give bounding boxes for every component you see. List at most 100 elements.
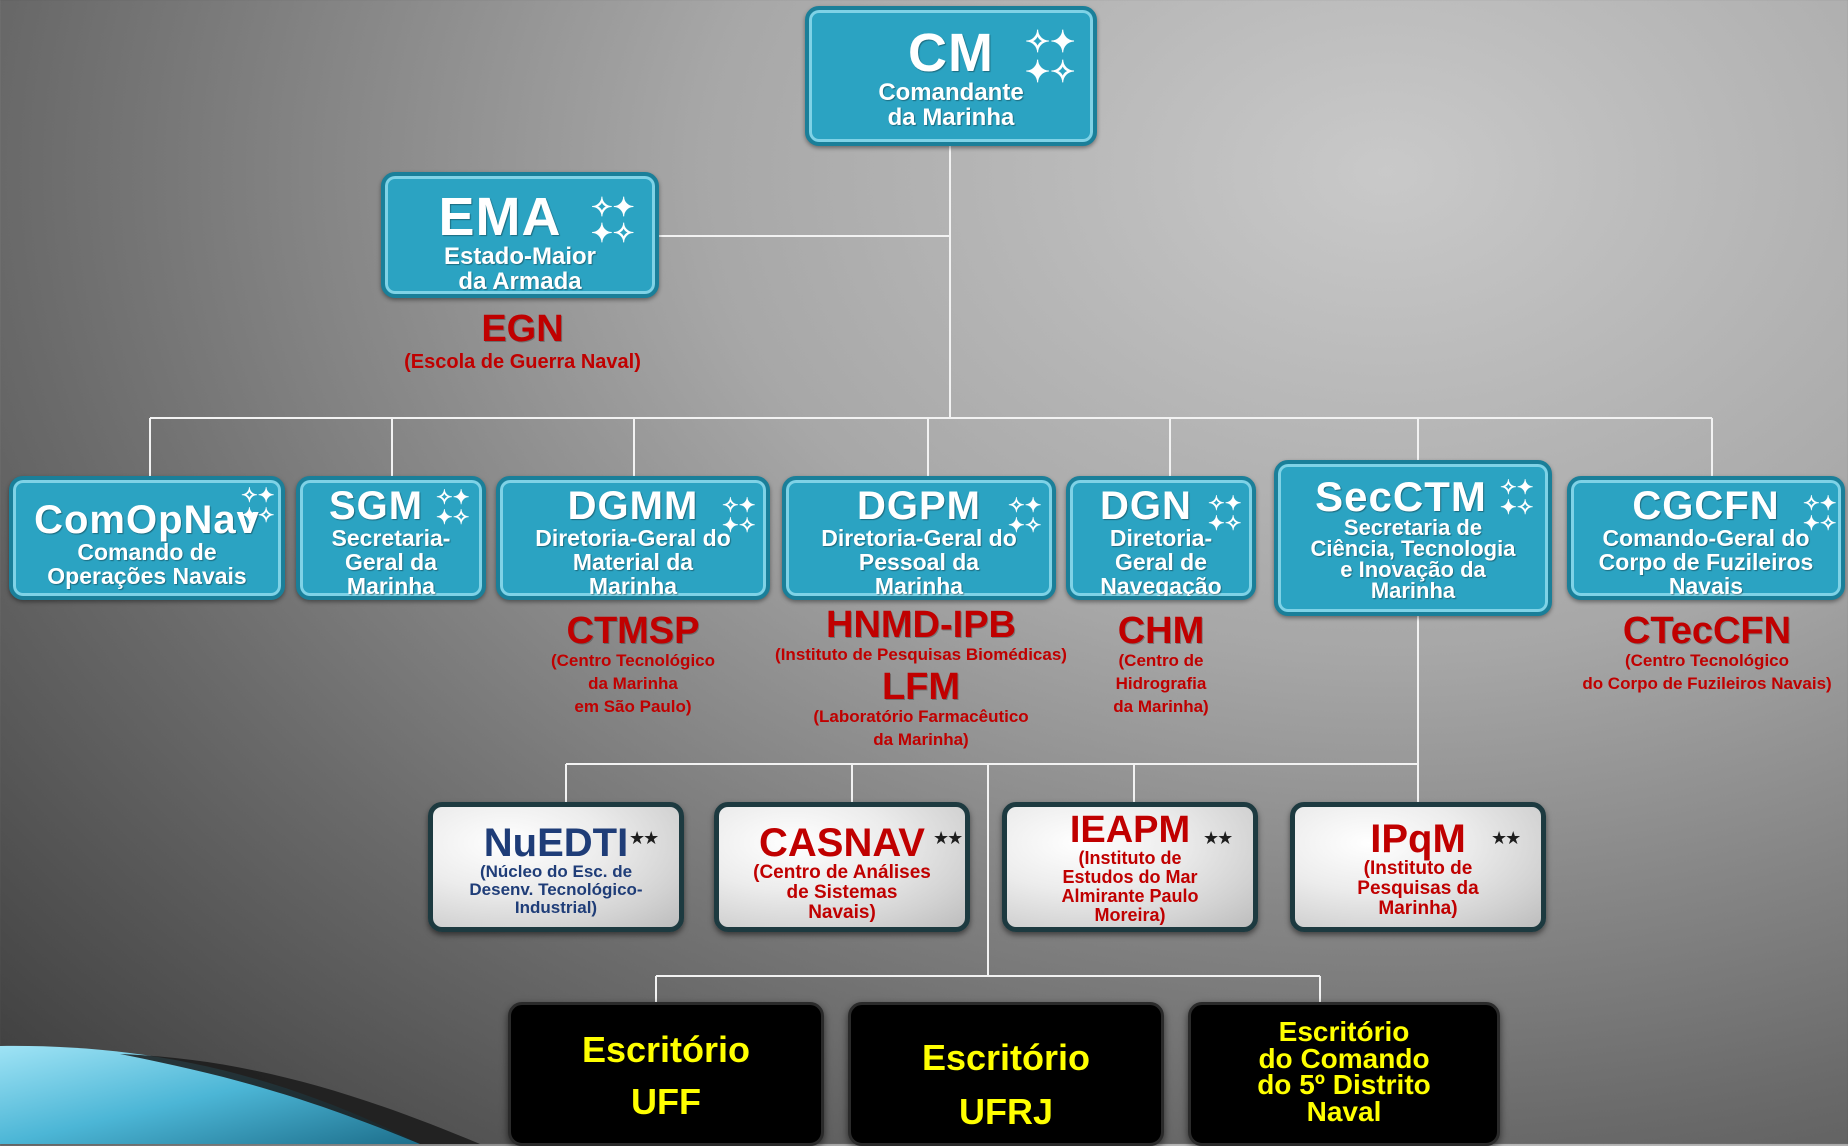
- ema-node: EMA Estado-Maior da Armada ✧✦✦✧: [381, 172, 659, 298]
- ctmsp-abbr: CTMSP: [566, 610, 700, 652]
- nuedti-stars-icon: ★★: [629, 828, 659, 848]
- dgpm-line3: Marinha: [874, 573, 964, 600]
- cgcfn-line1: Comando-Geral do: [1602, 525, 1810, 551]
- nuedti-node: NuEDTI (Núcleo do Esc. de Desenv. Tecnol…: [428, 802, 684, 932]
- chm-line3: da Marinha): [1113, 696, 1209, 716]
- dgn-line2: Geral de: [1114, 549, 1208, 576]
- swoosh-blue-shape: [0, 1045, 420, 1144]
- cgcfn-line3: Navais: [1668, 573, 1744, 600]
- cgcfn-node: CGCFN Comando-Geral do Corpo de Fuzileir…: [1567, 476, 1845, 600]
- dgmm-line1: Diretoria-Geral do: [535, 525, 731, 551]
- casnav-line3: Navais): [808, 901, 876, 923]
- secctm-line3: e Inovação da: [1340, 556, 1486, 582]
- cgcfn-line2: Corpo de Fuzileiros: [1598, 549, 1814, 576]
- sgm-node: SGM Secretaria- Geral da Marinha ✧✦✦✧: [296, 476, 486, 600]
- dgmm-stars-icon: ✧✦✦✧: [722, 495, 756, 537]
- ipqm-line3: Marinha): [1378, 897, 1458, 919]
- dgpm-line1: Diretoria-Geral do: [821, 525, 1017, 551]
- dgn-stars-icon: ✧✦✦✧: [1208, 493, 1242, 535]
- lfm-line1: (Laboratório Farmacêutico: [813, 707, 1029, 726]
- ctmsp-line1: (Centro Tecnológico: [550, 651, 715, 670]
- lfm-label: LFM (Laboratório Farmacêutico da Marinha…: [756, 668, 1086, 752]
- ctecfn-label: CTecCFN (Centro Tecnológico do Corpo de …: [1566, 612, 1848, 696]
- ipqm-abbr: IPqM: [1370, 817, 1466, 861]
- ctmsp-line2: da Marinha: [588, 673, 678, 693]
- hnmd-full: (Instituto de Pesquisas Biomédicas): [775, 645, 1067, 664]
- office-uff-line1: Escritório: [581, 1029, 751, 1070]
- ema-abbr: EMA: [438, 187, 562, 247]
- dgn-node: DGN Diretoria- Geral de Navegação ✧✦✦✧: [1066, 476, 1256, 600]
- dgmm-node: DGMM Diretoria-Geral do Material da Mari…: [496, 476, 770, 600]
- casnav-line1: (Centro de Análises: [753, 862, 931, 883]
- nuedti-line3: Industrial): [514, 897, 598, 917]
- hnmd-label: HNMD-IPB (Instituto de Pesquisas Biomédi…: [756, 606, 1086, 667]
- cm-abbr: CM: [908, 23, 994, 83]
- office-uff-node: Escritório UFF: [508, 1002, 824, 1146]
- cgcfn-abbr: CGCFN: [1632, 484, 1780, 528]
- ema-stars-icon: ✧✦✦✧: [591, 192, 635, 248]
- secctm-stars-icon: ✧✦✦✧: [1500, 477, 1534, 519]
- ctmsp-label: CTMSP (Centro Tecnológico da Marinha em …: [520, 612, 746, 719]
- dgn-line1: Diretoria-: [1109, 525, 1213, 551]
- ieapm-stars-icon: ★★: [1203, 828, 1233, 848]
- secctm-line4: Marinha: [1370, 577, 1456, 603]
- ipqm-line1: (Instituto de: [1363, 858, 1473, 879]
- comopnav-node: ComOpNav Comando de Operações Navais ✧✦✦…: [9, 476, 285, 600]
- office-ufrj-node: Escritório UFRJ: [848, 1002, 1164, 1146]
- ipqm-stars-icon: ★★: [1491, 828, 1521, 848]
- office-uff-line2: UFF: [631, 1081, 701, 1122]
- dgpm-stars-icon: ✧✦✦✧: [1008, 495, 1042, 537]
- chm-line2: Hidrografia: [1115, 673, 1207, 693]
- dgpm-abbr: DGPM: [857, 484, 981, 528]
- ema-line2: da Armada: [458, 268, 582, 296]
- dgpm-line2: Pessoal da: [858, 549, 980, 576]
- dgpm-node: DGPM Diretoria-Geral do Pessoal da Marin…: [782, 476, 1056, 600]
- nuedti-line1: (Núcleo do Esc. de: [479, 862, 633, 881]
- secctm-line1: Secretaria de: [1343, 515, 1483, 540]
- office-ufrj-line1: Escritório: [921, 1037, 1091, 1078]
- ctecfn-line1: (Centro Tecnológico: [1624, 651, 1789, 670]
- dgmm-line3: Marinha: [588, 573, 678, 600]
- chm-line1: (Centro de: [1118, 651, 1204, 670]
- chm-abbr: CHM: [1117, 610, 1205, 652]
- office-naval-line4: Naval: [1306, 1095, 1382, 1127]
- dgn-line3: Navegação: [1100, 573, 1222, 600]
- lfm-line2: da Marinha): [873, 729, 969, 749]
- casnav-stars-icon: ★★: [933, 828, 963, 848]
- comopnav-stars-icon: ✧✦✦✧: [241, 485, 275, 527]
- ieapm-node: IEAPM (Instituto de Estudos do Mar Almir…: [1002, 802, 1258, 932]
- office-naval-node: Escritório do Comando do 5º Distrito Nav…: [1188, 1002, 1500, 1146]
- dgmm-line2: Material da: [572, 549, 694, 576]
- office-naval-line2: do Comando: [1258, 1042, 1430, 1074]
- dgmm-abbr: DGMM: [567, 484, 699, 528]
- cm-line1: Comandante: [878, 79, 1024, 106]
- cm-stars-icon: ✧✦✦✧: [1025, 26, 1076, 89]
- ipqm-line2: Pesquisas da: [1357, 877, 1479, 899]
- chm-label: CHM (Centro de Hidrografia da Marinha): [1076, 612, 1246, 719]
- ieapm-line3: Almirante Paulo: [1061, 885, 1199, 906]
- dgn-abbr: DGN: [1100, 484, 1192, 528]
- lfm-abbr: LFM: [881, 666, 961, 708]
- egn-label: EGN (Escola de Guerra Naval): [380, 310, 665, 376]
- office-ufrj-line2: UFRJ: [958, 1091, 1053, 1132]
- nuedti-line2: Desenv. Tecnológico-: [469, 879, 643, 899]
- comopnav-line1: Comando de: [77, 539, 217, 565]
- casnav-abbr: CASNAV: [759, 821, 925, 865]
- decorative-swoosh: [0, 1045, 480, 1144]
- comopnav-abbr: ComOpNav: [34, 498, 260, 542]
- egn-full: (Escola de Guerra Naval): [404, 351, 641, 373]
- secctm-node: SecCTM Secretaria de Ciência, Tecnologia…: [1274, 460, 1552, 616]
- ipqm-node: IPqM (Instituto de Pesquisas da Marinha)…: [1290, 802, 1546, 932]
- egn-abbr: EGN: [481, 308, 564, 350]
- ema-line1: Estado-Maior: [443, 243, 596, 270]
- nuedti-abbr: NuEDTI: [483, 821, 629, 865]
- swoosh-dark-shape: [120, 1054, 480, 1144]
- sgm-line2: Geral da: [344, 549, 438, 576]
- ieapm-abbr: IEAPM: [1069, 809, 1191, 851]
- cgcfn-stars-icon: ✧✦✦✧: [1803, 493, 1837, 535]
- ctmsp-line3: em São Paulo): [574, 696, 692, 716]
- ieapm-line2: Estudos do Mar: [1062, 866, 1198, 887]
- sgm-abbr: SGM: [328, 484, 424, 528]
- sgm-line3: Marinha: [346, 573, 436, 600]
